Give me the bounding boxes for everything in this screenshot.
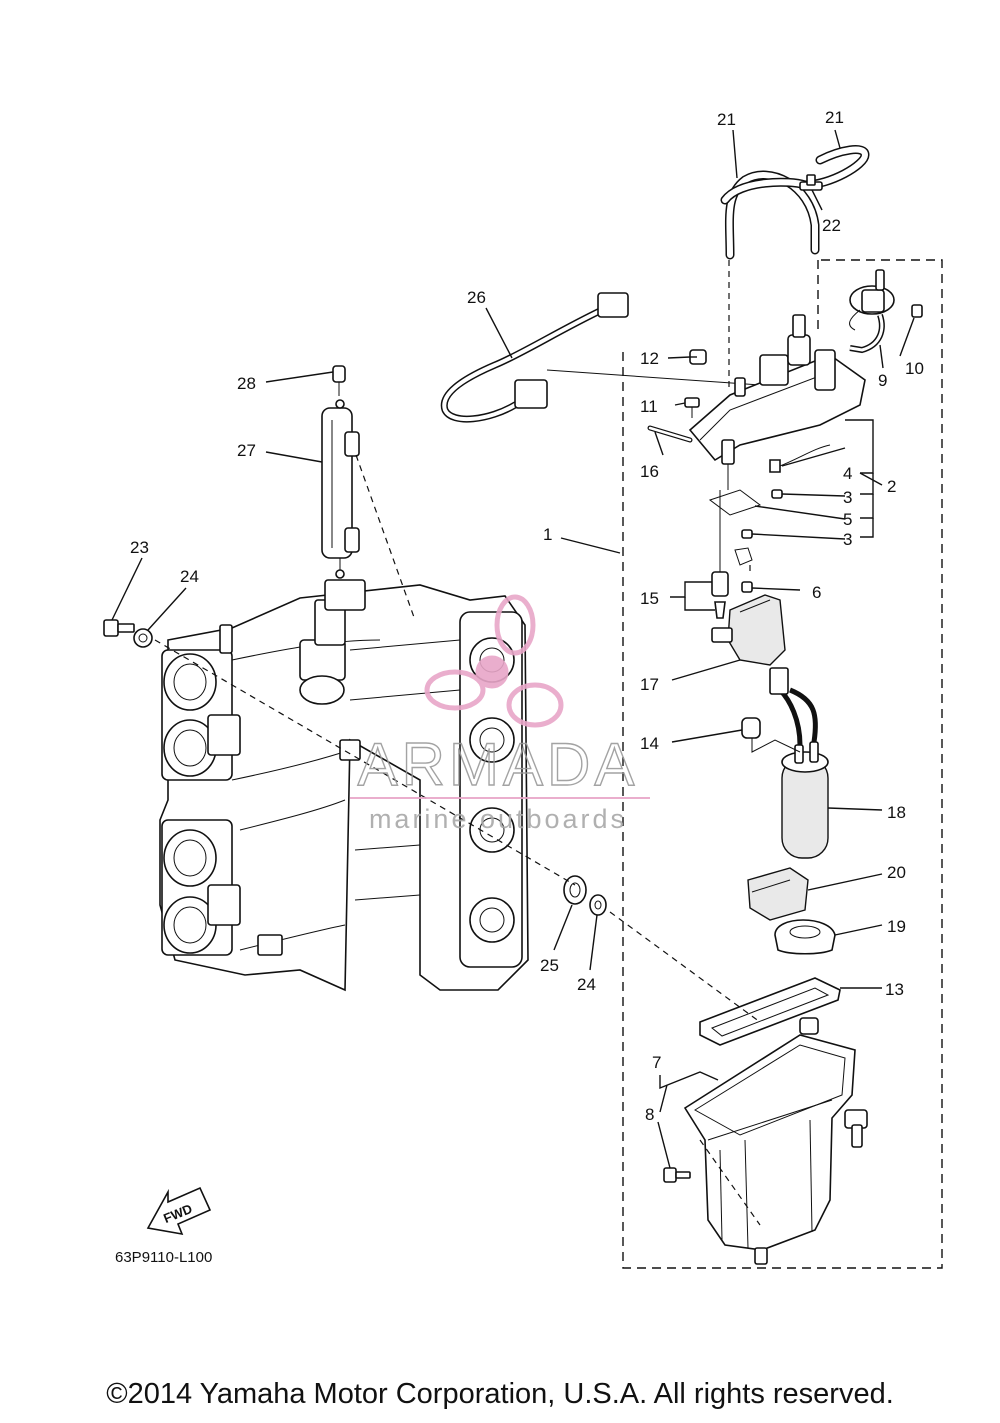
callout-16: 16 — [640, 462, 659, 481]
callout-13: 13 — [885, 980, 904, 999]
engine-block — [159, 579, 529, 992]
part-7-chamber — [683, 1017, 868, 1265]
part-21-hoses — [720, 145, 870, 260]
callout-8: 8 — [645, 1105, 654, 1124]
copyright-notice: ©2014 Yamaha Motor Corporation, U.S.A. A… — [106, 1378, 894, 1410]
part-24-washer-lower — [589, 894, 607, 916]
part-14-bushing — [741, 717, 801, 753]
callout-26: 26 — [467, 288, 486, 307]
callout-10: 10 — [905, 359, 924, 378]
callout-4: 4 — [843, 464, 852, 483]
callout-3-upper: 3 — [843, 488, 852, 507]
part-18-fuel-pump — [769, 667, 829, 859]
part-15-strainer — [711, 490, 729, 619]
watermark-logo-icon — [424, 594, 564, 728]
callout-18: 18 — [887, 803, 906, 822]
part-20-filter — [747, 867, 809, 921]
part-4-clip — [769, 444, 831, 473]
callout-24-upper: 24 — [180, 567, 199, 586]
callout-6: 6 — [812, 583, 821, 602]
part-6-screw — [734, 547, 753, 593]
leader-lines — [111, 129, 915, 1226]
part-26-harness — [440, 292, 761, 423]
callout-17: 17 — [640, 675, 659, 694]
callout-14: 14 — [640, 734, 659, 753]
part-28-screw — [332, 365, 346, 396]
part-27-rail — [321, 399, 360, 579]
callout-9: 9 — [878, 371, 887, 390]
part-3-screws — [741, 489, 783, 539]
callout-2: 2 — [887, 477, 896, 496]
part-22-fitting — [799, 174, 823, 191]
part-8-drain-screw — [663, 1167, 691, 1183]
callout-24-lower: 24 — [577, 975, 596, 994]
callout-11: 11 — [640, 397, 658, 416]
callout-27: 27 — [237, 441, 256, 460]
part-5-clip — [708, 489, 762, 516]
callouts: 1 2 3 3 4 5 6 7 8 9 10 11 12 13 14 15 16… — [130, 108, 924, 1124]
part-9-regulator — [849, 269, 895, 354]
callout-22: 22 — [822, 216, 841, 235]
callout-12: 12 — [640, 349, 659, 368]
part-24-washer-upper — [133, 628, 153, 648]
callout-25: 25 — [540, 956, 559, 975]
diagram-code: 63P9110-L100 — [115, 1249, 212, 1266]
part-13-gasket — [699, 977, 841, 1046]
callout-3-lower: 3 — [843, 530, 852, 549]
part-19-holder — [774, 919, 836, 955]
callout-19: 19 — [887, 917, 906, 936]
callout-21-right: 21 — [825, 108, 844, 127]
part-17-cover — [711, 594, 786, 666]
callout-20: 20 — [887, 863, 906, 882]
part-16-pin — [647, 425, 693, 443]
callout-21-left: 21 — [717, 110, 736, 129]
part-23-bolt — [103, 619, 135, 637]
watermark-title: ARMADA — [358, 731, 639, 798]
callout-7: 7 — [652, 1053, 661, 1072]
callout-5: 5 — [843, 510, 852, 529]
watermark: ARMADA marine outboards — [350, 594, 650, 834]
part-11-screw — [684, 397, 700, 418]
callout-15: 15 — [640, 589, 659, 608]
assembly-boundary — [622, 259, 943, 1269]
part-25-grommet — [563, 875, 587, 905]
callout-1: 1 — [543, 525, 552, 544]
callout-28: 28 — [237, 374, 256, 393]
callout-23: 23 — [130, 538, 149, 557]
fwd-arrow-icon: FWD — [146, 1186, 212, 1236]
part-10-screw — [911, 304, 923, 318]
watermark-subtitle: marine outboards — [369, 804, 627, 834]
separator-cover — [688, 314, 866, 490]
